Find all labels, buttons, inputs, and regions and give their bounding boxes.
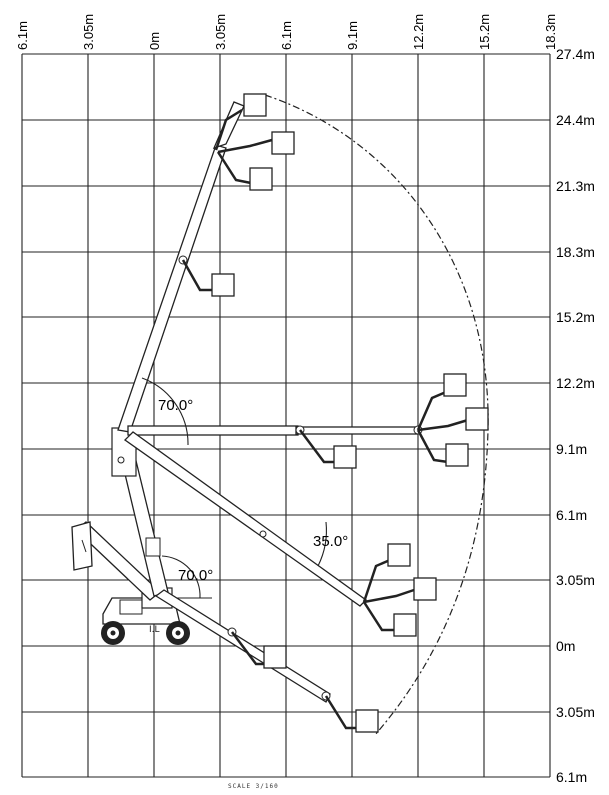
platform-basket — [413, 577, 437, 601]
right-label: 0m — [556, 638, 575, 654]
platform-basket — [333, 445, 357, 469]
svg-text:I.L: I.L — [149, 625, 160, 635]
top-label: 0m — [147, 32, 162, 50]
wheel-front — [101, 621, 125, 645]
platform-basket — [393, 613, 417, 637]
top-label: 3.05m — [81, 14, 96, 50]
platform-basket — [443, 373, 467, 397]
jib-angle-label: 35.0° — [313, 533, 348, 550]
main-boom-angle-arc — [141, 377, 189, 446]
right-label: 3.05m — [556, 704, 595, 720]
scale-note: SCALE 3/160 — [228, 783, 279, 790]
platform-basket — [387, 543, 411, 567]
jib-below-outer — [324, 695, 358, 730]
right-label: 21.3m — [556, 178, 595, 194]
jib-top-cluster — [214, 108, 273, 186]
right-label: 6.1m — [556, 769, 587, 785]
platform-basket — [249, 167, 273, 191]
platform-basket — [263, 645, 287, 669]
top-label: 12.2m — [411, 14, 426, 50]
right-label: 27.4m — [556, 46, 595, 62]
top-label: 3.05m — [213, 14, 228, 50]
right-label: 3.05m — [556, 572, 595, 588]
main-boom-horizontal — [127, 425, 423, 436]
top-label: 6.1m — [15, 21, 30, 50]
top-label: 9.1m — [345, 21, 360, 50]
top-label: 6.1m — [279, 21, 294, 50]
right-axis-labels: 27.4m 24.4m 21.3m 18.3m 15.2m 12.2m 9.1m… — [556, 46, 595, 785]
top-axis-labels: 6.1m 3.05m 0m 3.05m 6.1m 9.1m 12.2m 15.2… — [15, 14, 558, 50]
right-label: 6.1m — [556, 507, 587, 523]
grid — [21, 53, 551, 778]
jib-angled-cluster — [362, 558, 415, 632]
jib-horizontal-inner — [299, 429, 336, 464]
right-label: 15.2m — [556, 309, 595, 325]
main-boom-angled — [123, 431, 367, 607]
platform-basket — [465, 407, 489, 431]
right-label: 18.3m — [556, 244, 595, 260]
platform-basket — [445, 443, 469, 467]
jib-angle-arc — [317, 521, 327, 567]
working-envelope — [264, 94, 489, 736]
jib-horizontal-outer-cluster — [416, 390, 469, 464]
top-label: 18.3m — [543, 14, 558, 50]
main-boom-angle-label: 70.0° — [158, 397, 193, 414]
right-label: 12.2m — [556, 375, 595, 391]
platform-basket — [271, 131, 295, 155]
platform-basket — [243, 93, 267, 117]
platform-basket — [211, 273, 235, 297]
lower-riser-angle-arc — [161, 555, 201, 599]
wheel-rear — [166, 621, 190, 645]
right-label: 24.4m — [556, 112, 595, 128]
lower-riser-angle-label: 70.0° — [178, 567, 213, 584]
platform-basket — [355, 709, 379, 733]
jib-mid — [181, 259, 214, 292]
top-label: 15.2m — [477, 14, 492, 50]
right-label: 9.1m — [556, 441, 587, 457]
